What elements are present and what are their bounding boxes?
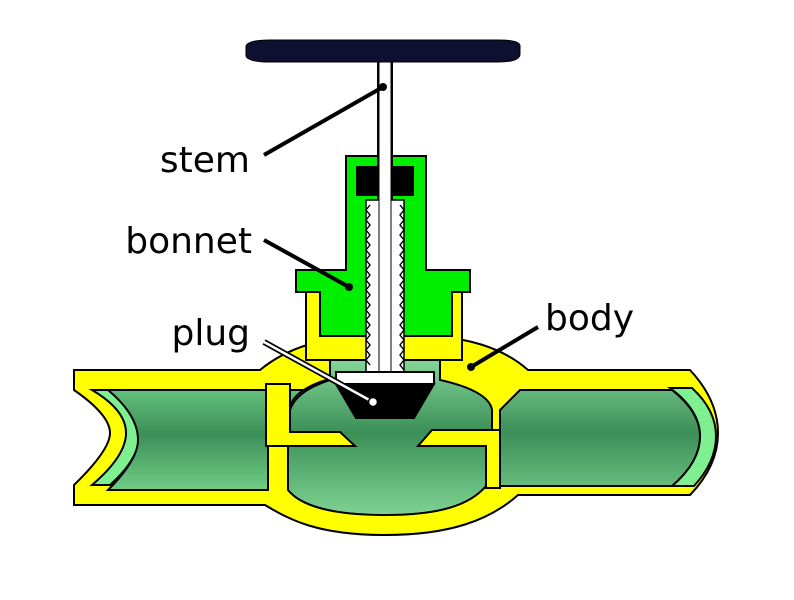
dot-body [467,363,475,371]
dot-stem [379,83,387,91]
handwheel [245,39,521,63]
stem-rod [377,59,393,201]
dot-plug [367,396,379,408]
inner-stem [379,196,391,372]
packing-left [356,166,378,196]
dot-bonnet [345,283,353,291]
plug-collar [335,371,435,385]
plug [334,371,436,419]
leader-body [469,325,540,369]
stem [365,59,405,373]
thread-right [399,204,405,371]
label-body: body [545,298,634,339]
leader-plug [263,340,374,404]
thread-left [365,204,371,366]
label-bonnet: bonnet [125,221,252,262]
label-plug: plug [171,313,250,354]
callouts [262,83,540,408]
packing-right [392,166,414,196]
leader-stem [263,85,384,157]
label-stem: stem [160,140,250,181]
seat-partition [265,383,358,447]
leader-bonnet [263,238,350,289]
seat-partition-right [415,429,501,489]
